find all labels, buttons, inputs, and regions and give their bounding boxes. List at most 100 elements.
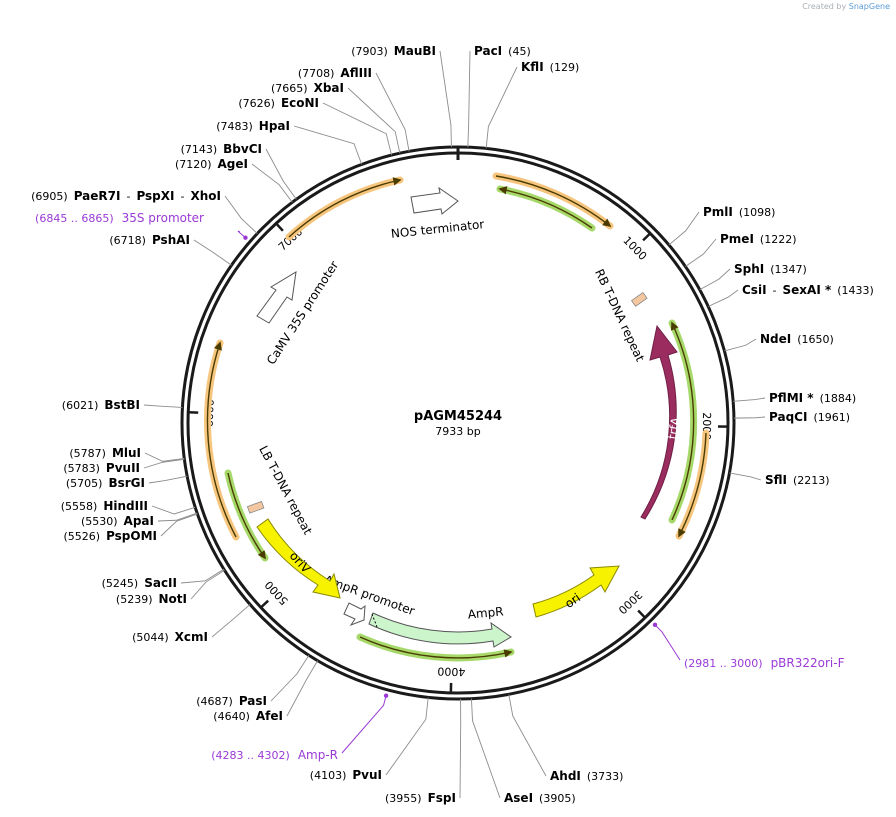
enzyme-connector bbox=[470, 698, 501, 799]
orf-arc-left-green bbox=[224, 469, 269, 562]
primer-site-marker bbox=[652, 622, 658, 627]
enzyme-label-part: (1098) bbox=[739, 206, 776, 219]
enzyme-label-part: ApaI bbox=[124, 514, 154, 528]
enzyme-label: AhdI(3733) bbox=[550, 769, 623, 783]
snapgene-credit: Created by SnapGene bbox=[802, 2, 890, 11]
enzyme-connector bbox=[685, 238, 717, 267]
enzyme-label-part: (7708) bbox=[298, 67, 335, 80]
rb-tdna-repeat-label: RB T-DNA repeat bbox=[592, 267, 647, 364]
enzyme-label-part: (5530) bbox=[81, 515, 118, 528]
enzyme-connector bbox=[293, 125, 363, 165]
enzyme-label-part: - bbox=[126, 190, 130, 203]
primer-range: (4283 .. 4302) bbox=[211, 749, 290, 762]
primer-name: 35S promoter bbox=[122, 211, 204, 225]
enzyme-label: (7143)BbvCI bbox=[181, 142, 262, 156]
enzyme-label-part: (4687) bbox=[196, 695, 233, 708]
credit-prefix: Created by bbox=[802, 2, 847, 11]
enzyme-label-part: (5526) bbox=[63, 530, 100, 543]
enzyme-label: (5526) PspOMI bbox=[63, 529, 157, 543]
enzyme-label: KflI(129) bbox=[521, 60, 579, 74]
primer-range: (2981 .. 3000) bbox=[684, 657, 763, 670]
enzyme-label-part: NdeI bbox=[760, 332, 791, 346]
enzyme-label: PmlI(1098) bbox=[703, 205, 775, 219]
enzyme-label: SphI(1347) bbox=[734, 262, 807, 276]
enzyme-connector bbox=[144, 452, 185, 462]
primer-label: (6845 .. 6865) 35S promoter bbox=[35, 211, 204, 225]
enzyme-label-part: PacI bbox=[474, 44, 502, 58]
enzyme-label-part: (3733) bbox=[587, 770, 624, 783]
ampr-promoter-arrow bbox=[343, 602, 366, 627]
enzyme-label: AseI(3905) bbox=[504, 791, 576, 805]
enzyme-label-part: (7626) bbox=[238, 97, 275, 110]
orf-line-right-green bbox=[671, 321, 695, 521]
orf-line-top-right bbox=[495, 175, 612, 228]
enzyme-label: (6021)BstBI bbox=[62, 398, 140, 412]
enzyme-label-part: MauBI bbox=[394, 44, 436, 58]
enzyme-connector bbox=[467, 50, 471, 148]
enzyme-label: (5558)HindIII bbox=[61, 499, 148, 513]
enzyme-label: NdeI (1650) bbox=[760, 332, 834, 346]
enzyme-connector bbox=[485, 66, 518, 149]
enzyme-connector bbox=[729, 472, 762, 481]
enzyme-label: (6905)PaeR7I-PspXI-XhoI bbox=[31, 189, 221, 203]
orf-arcs bbox=[204, 172, 710, 662]
enzyme-connector bbox=[459, 698, 462, 799]
enzyme-label-part: SphI bbox=[734, 262, 764, 276]
enzyme-connector bbox=[508, 694, 547, 777]
enzyme-connector bbox=[211, 604, 251, 638]
enzyme-connector bbox=[143, 404, 183, 408]
enzyme-label: SflI(2213) bbox=[765, 473, 830, 487]
enzyme-label-part: PvuI bbox=[352, 768, 382, 782]
enzyme-label-part: (7120) bbox=[175, 158, 212, 171]
enzyme-label-part: (3955) bbox=[385, 792, 422, 805]
enzyme-label-part: (1961) bbox=[813, 411, 850, 424]
enzyme-label: (7483)HpaI bbox=[216, 119, 290, 133]
enzyme-connector bbox=[668, 211, 700, 246]
orf-line-right-orange bbox=[678, 432, 707, 538]
enzyme-label-part: AgeI bbox=[218, 157, 248, 171]
primer-label: (4283 .. 4302)Amp-R bbox=[211, 748, 338, 762]
tick-mark bbox=[275, 222, 284, 232]
tick-mark bbox=[260, 599, 270, 609]
orf-line-left-orange bbox=[206, 341, 237, 538]
enzyme-label: (5783)PvuII bbox=[63, 461, 140, 475]
enzyme-label: PaqCI(1961) bbox=[769, 410, 850, 424]
enzyme-label-part: - bbox=[181, 190, 185, 203]
enzyme-label: PflMI *(1884) bbox=[769, 391, 856, 405]
enzyme-label: (7665)XbaI bbox=[271, 81, 344, 95]
trfa-arrow bbox=[640, 324, 678, 520]
enzyme-label-part: EcoNI bbox=[281, 96, 319, 110]
enzyme-label-part: (7903) bbox=[351, 45, 388, 58]
primer-name: pBR322ori-F bbox=[771, 656, 845, 670]
enzyme-label-part: (6905) bbox=[31, 190, 68, 203]
enzyme-label: CsiI-SexAI *(1433) bbox=[742, 283, 874, 297]
enzyme-label: (5787)MluI bbox=[69, 446, 141, 460]
lb-tdna-repeat-box bbox=[246, 500, 265, 514]
enzyme-label-part: PspOMI bbox=[106, 529, 157, 543]
enzyme-label-part: KflI bbox=[521, 60, 544, 74]
primer-connector bbox=[341, 693, 388, 754]
rb-tdna-repeat-box bbox=[630, 291, 648, 307]
tick-mark bbox=[642, 232, 652, 242]
enzyme-label-part: (5783) bbox=[63, 462, 100, 475]
enzyme-label: PmeI(1222) bbox=[720, 232, 796, 246]
enzyme-label: PacI(45) bbox=[474, 44, 531, 58]
enzyme-connector bbox=[347, 87, 401, 154]
enzyme-label-part: (1650) bbox=[797, 333, 834, 346]
enzyme-label-part: (6718) bbox=[109, 234, 146, 247]
enzyme-connector bbox=[270, 655, 310, 702]
enzyme-label-part: BsrGI bbox=[108, 476, 145, 490]
enzyme-label-part: (5787) bbox=[69, 447, 106, 460]
primer-range: (6845 .. 6865) bbox=[35, 212, 114, 225]
ampr-arrow bbox=[368, 612, 512, 648]
enzyme-label-part: XhoI bbox=[190, 189, 221, 203]
enzyme-label-part: NotI bbox=[159, 592, 188, 606]
tick-label: 4000 bbox=[437, 665, 465, 679]
enzyme-label-part: (7143) bbox=[181, 143, 218, 156]
enzyme-label-part: HindIII bbox=[103, 499, 148, 513]
orf-line-top-green bbox=[498, 186, 593, 229]
enzyme-connector bbox=[375, 72, 410, 152]
enzyme-label: (4687)PasI bbox=[196, 694, 267, 708]
